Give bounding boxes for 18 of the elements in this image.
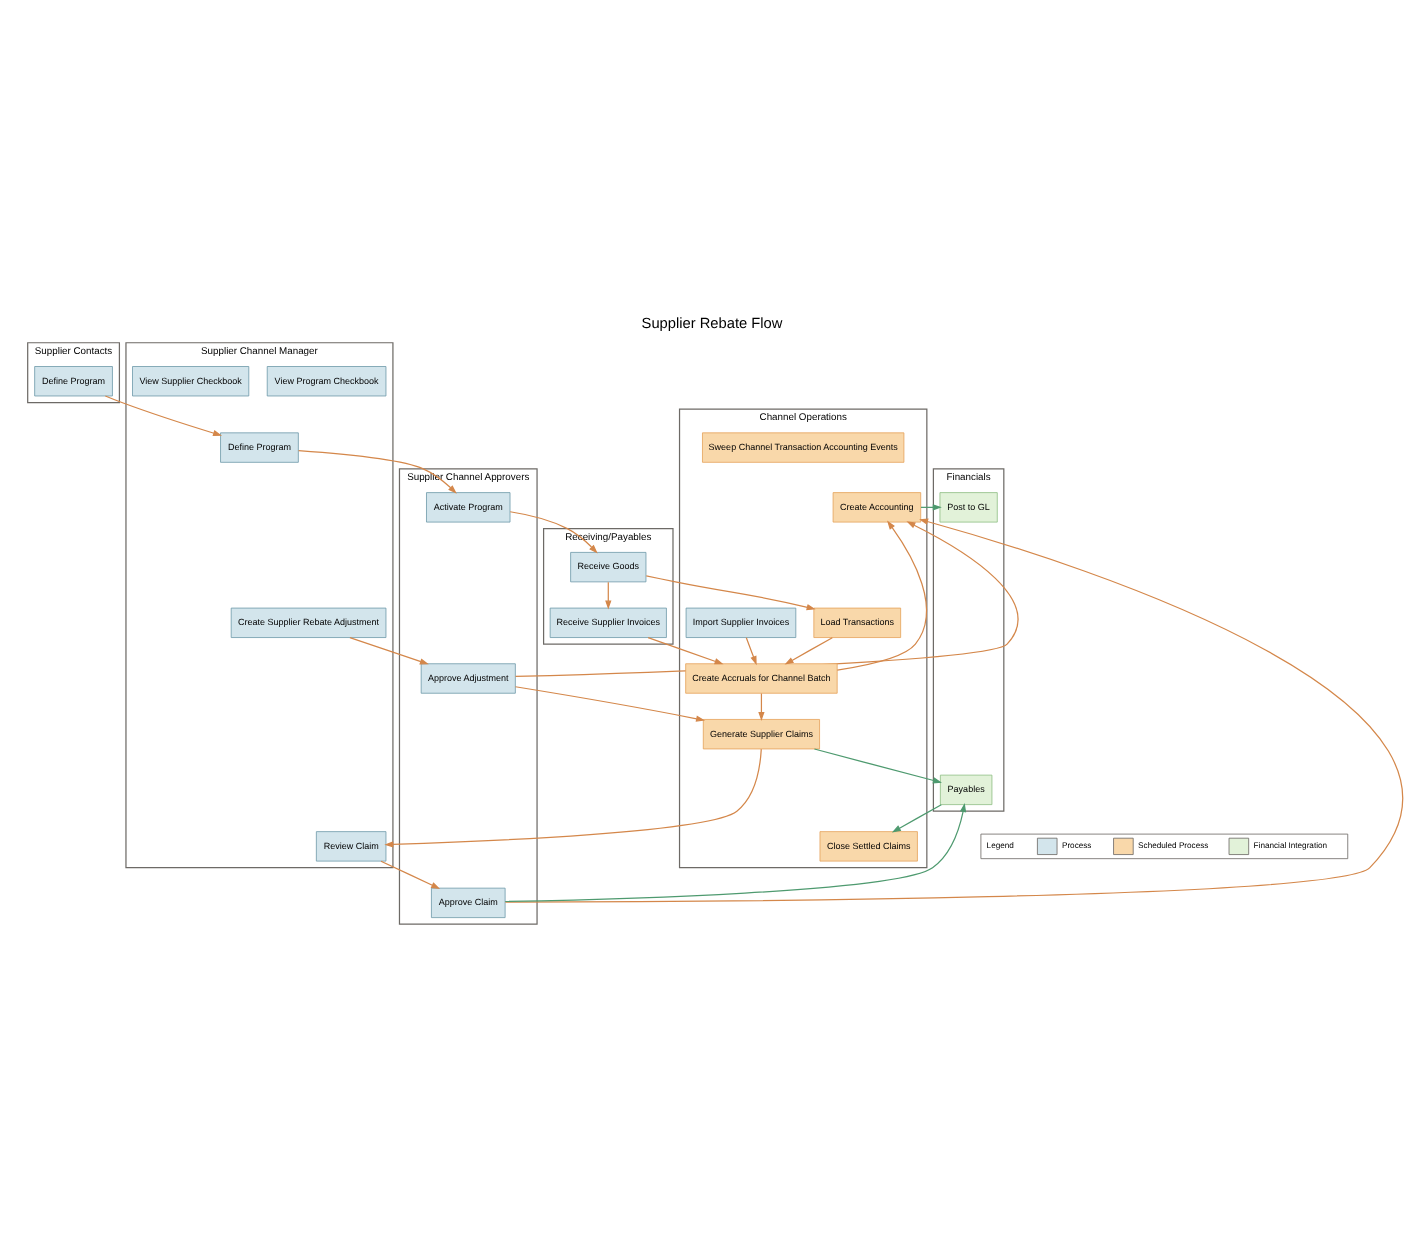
arrow xyxy=(349,636,429,664)
arrow xyxy=(605,580,612,609)
arrow xyxy=(504,801,967,902)
arrow xyxy=(891,803,942,832)
arrow xyxy=(813,747,942,783)
arrow xyxy=(298,449,457,493)
arrow xyxy=(514,685,706,721)
diagram-title: Supplier Rebate Flow xyxy=(641,313,783,332)
arrow xyxy=(380,859,441,888)
arrow xyxy=(645,574,816,610)
arrow xyxy=(836,519,927,670)
arrow xyxy=(504,517,1403,902)
arrow xyxy=(384,747,762,847)
arrow xyxy=(647,636,724,664)
arrow xyxy=(784,636,833,664)
arrow xyxy=(758,691,765,720)
arrow xyxy=(509,510,598,553)
arrow xyxy=(745,636,757,665)
